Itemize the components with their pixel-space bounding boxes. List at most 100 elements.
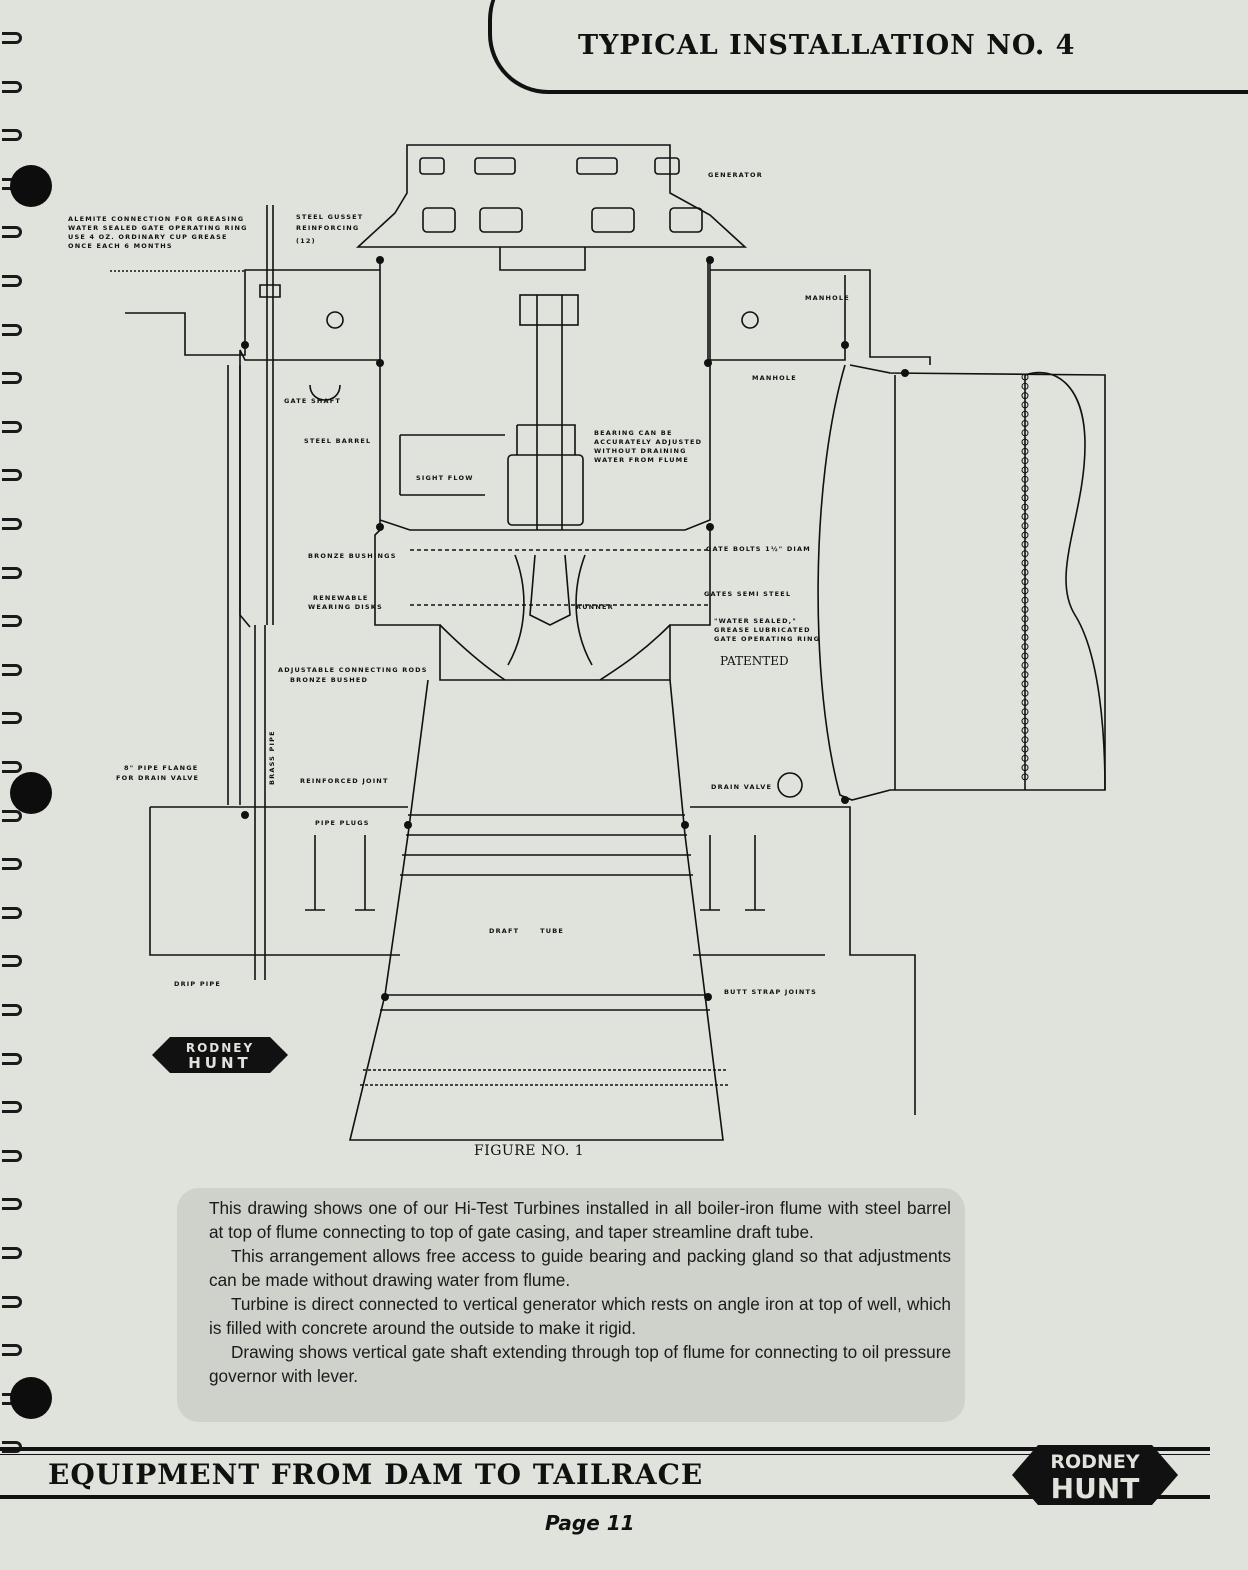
binding-coil	[2, 32, 22, 44]
label-pipe-plugs: PIPE PLUGS	[315, 819, 370, 827]
rodney-hunt-logo: RODNEY HUNT	[152, 1037, 288, 1073]
label-bearing-2: ACCURATELY ADJUSTED	[594, 438, 702, 446]
label-drain-valve: DRAIN VALVE	[711, 783, 772, 791]
description-box: This drawing shows one of our Hi-Test Tu…	[177, 1188, 965, 1422]
binding-coil	[2, 906, 22, 919]
label-alemite-3: USE 4 OZ. ORDINARY CUP GREASE	[68, 233, 228, 241]
label-gate-bolts: GATE BOLTS 1½" DIAM	[706, 545, 811, 553]
rivet	[1021, 420, 1029, 427]
binding-coil	[2, 809, 22, 822]
footer-logo-hunt: HUNT	[1051, 1472, 1140, 1505]
label-sight-flow: SIGHT FLOW	[416, 474, 474, 482]
label-gate-shaft: GATE SHAFT	[284, 397, 341, 405]
rivet	[1021, 457, 1029, 465]
label-adjustable-2: BRONZE BUSHED	[290, 676, 368, 684]
rivet	[1021, 689, 1029, 697]
turbine-installation-drawing: GENERATOR ALEMITE CONNECTION FOR GREASIN…	[68, 144, 1106, 1141]
rivet	[1021, 401, 1029, 409]
logo-text-rodney: RODNEY	[186, 1041, 254, 1055]
footer-rule-bottom	[0, 1495, 1210, 1499]
rivet	[1021, 726, 1029, 734]
rivet	[1021, 633, 1029, 641]
page-title: TYPICAL INSTALLATION NO. 4	[578, 30, 1076, 61]
rivet	[1021, 438, 1029, 446]
rivet	[1021, 587, 1029, 595]
punch-hole	[10, 772, 52, 814]
label-drip-pipe: DRIP PIPE	[174, 980, 221, 988]
description-paragraph-4: Drawing shows vertical gate shaft extend…	[209, 1342, 951, 1386]
page-number: Page 11	[545, 1511, 635, 1535]
binding-coil	[2, 226, 22, 239]
rivet	[1021, 652, 1029, 660]
catalog-page: TYPICAL INSTALLATION NO. 4	[0, 0, 1248, 1535]
binding-coil	[2, 858, 22, 871]
label-reinforced-joint: REINFORCED JOINT	[300, 777, 389, 785]
rivet	[1021, 661, 1029, 669]
label-adjustable-1: ADJUSTABLE CONNECTING RODS	[278, 666, 428, 674]
label-manhole-mid: MANHOLE	[752, 374, 797, 382]
footer-title: EQUIPMENT FROM DAM TO TAILRACE	[48, 1458, 704, 1491]
rivet	[1021, 373, 1029, 381]
binding-coil	[2, 518, 22, 530]
label-bearing-1: BEARING CAN BE	[594, 429, 673, 437]
binding-coil	[2, 615, 22, 628]
rivet	[1021, 559, 1029, 567]
binding-coil	[2, 469, 22, 482]
rivet	[1021, 764, 1029, 772]
binding-coil	[2, 1247, 22, 1259]
label-gusset-3: (12)	[296, 237, 316, 245]
binding-coil	[2, 1295, 22, 1308]
rivet	[1021, 708, 1029, 716]
rivet	[1021, 745, 1029, 753]
label-alemite-1: ALEMITE CONNECTION FOR GREASING	[68, 215, 244, 223]
label-alemite-4: ONCE EACH 6 MONTHS	[68, 242, 173, 250]
label-generator: GENERATOR	[708, 171, 763, 179]
label-gusset-2: REINFORCING	[296, 224, 359, 232]
label-water-sealed-1: "WATER SEALED,"	[714, 617, 797, 625]
rivet	[1021, 485, 1029, 493]
label-water-sealed-3: GATE OPERATING RING	[714, 635, 820, 643]
rivet	[1021, 699, 1029, 706]
label-bearing-4: WATER FROM FLUME	[594, 456, 689, 464]
label-bronze-bushings: BRONZE BUSHINGS	[308, 552, 397, 560]
rivet	[1021, 578, 1029, 586]
logo-text-hunt: HUNT	[188, 1054, 252, 1072]
figure-caption: FIGURE NO. 1	[474, 1143, 585, 1159]
binding-coil	[2, 1198, 22, 1211]
label-alemite-2: WATER SEALED GATE OPERATING RING	[68, 224, 248, 232]
binding-coil	[2, 663, 22, 676]
label-bearing-3: WITHOUT DRAINING	[594, 447, 687, 455]
binding-coil	[2, 323, 22, 336]
label-renewable-1: RENEWABLE	[313, 594, 369, 602]
rivet	[1021, 382, 1029, 390]
rivet	[1021, 624, 1029, 632]
punch-hole	[10, 1377, 52, 1419]
rivet	[1021, 410, 1029, 418]
binding-coil	[2, 1052, 22, 1065]
rivet	[1021, 680, 1029, 688]
description-paragraph-2: This arrangement allows free access to g…	[209, 1246, 951, 1290]
rivet	[1021, 475, 1029, 483]
rivet	[1021, 550, 1029, 558]
label-water-sealed-2: GREASE LUBRICATED	[714, 626, 811, 634]
rivet	[1021, 494, 1029, 502]
rivet	[1021, 522, 1029, 530]
rivet	[1021, 717, 1029, 725]
rivet	[1021, 447, 1029, 455]
rivet	[1021, 671, 1029, 679]
binding-coil	[2, 1101, 22, 1114]
label-pipe-flange-1: 8" PIPE FLANGE	[124, 764, 198, 772]
footer-rule	[0, 1447, 1210, 1451]
label-brass-pipe: BRASS PIPE	[268, 730, 276, 785]
binding-coil	[2, 566, 22, 579]
binding-coil	[2, 761, 22, 773]
rivet	[1021, 429, 1029, 437]
label-draft-tube: DRAFT TUBE	[489, 927, 564, 935]
rivet	[1021, 503, 1029, 511]
binding-coil	[2, 955, 22, 968]
binding-coil	[2, 420, 22, 433]
footer-rule-thin	[0, 1454, 1210, 1455]
label-renewable-2: WEARING DISKS	[308, 603, 383, 611]
label-patented: PATENTED	[720, 654, 789, 668]
rivet	[1021, 643, 1029, 651]
